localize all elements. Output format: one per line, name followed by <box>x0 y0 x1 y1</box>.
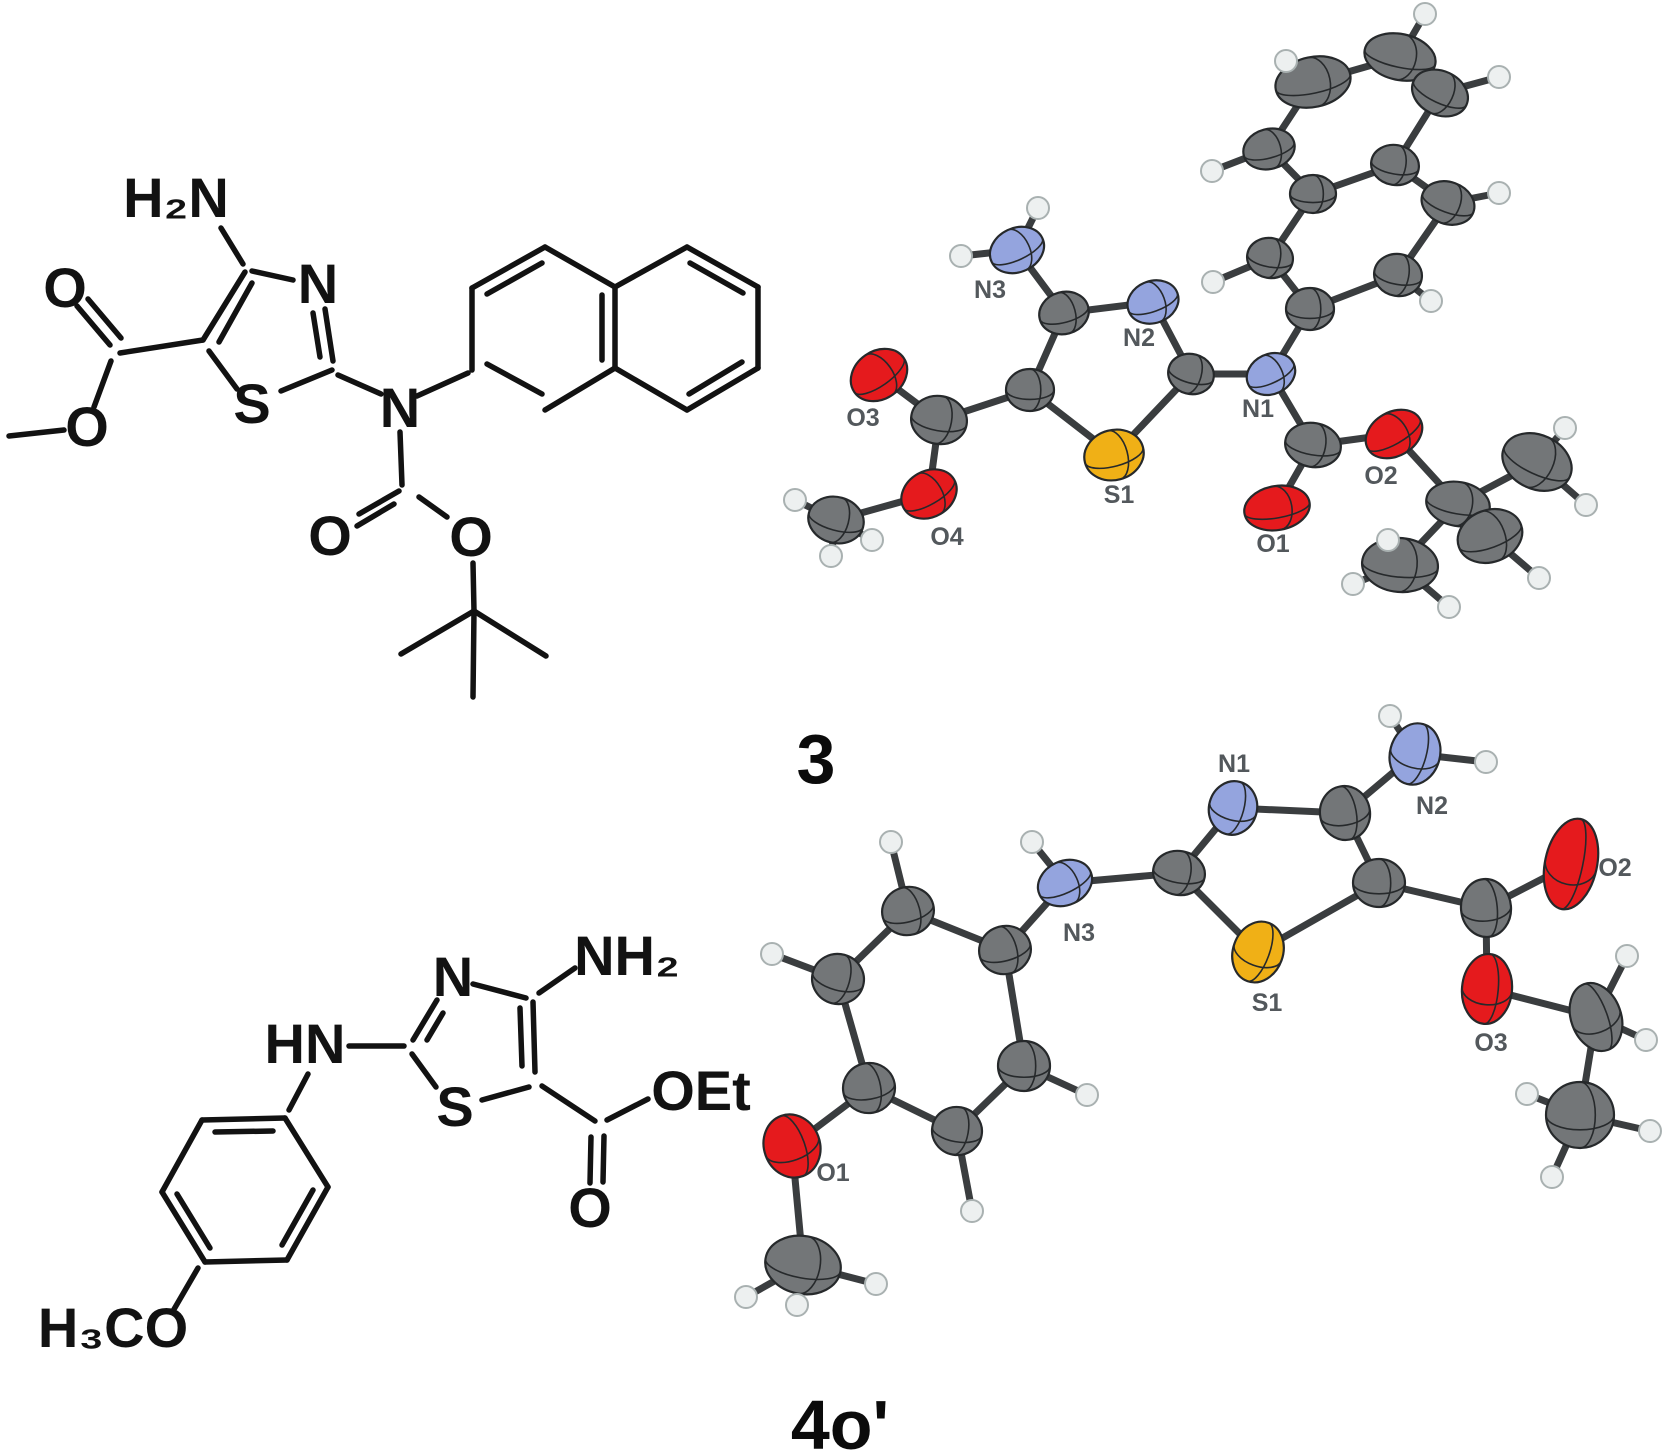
svg-text:O: O <box>43 256 87 319</box>
svg-text:O2: O2 <box>1598 854 1631 882</box>
svg-text:N: N <box>433 945 473 1008</box>
svg-text:N: N <box>380 376 420 439</box>
svg-text:S1: S1 <box>1252 989 1283 1017</box>
svg-text:S: S <box>233 372 270 435</box>
svg-text:N1: N1 <box>1218 750 1250 778</box>
svg-text:O: O <box>65 395 109 458</box>
compound-4o-label: 4o' <box>791 1386 889 1455</box>
svg-text:O4: O4 <box>930 523 963 551</box>
svg-text:S: S <box>436 1075 473 1138</box>
svg-text:O1: O1 <box>1256 530 1289 558</box>
svg-text:N2: N2 <box>1416 792 1448 820</box>
svg-text:OEt: OEt <box>651 1059 751 1122</box>
svg-text:N2: N2 <box>1123 324 1155 352</box>
svg-text:O: O <box>449 505 493 568</box>
svg-text:NH₂: NH₂ <box>574 924 680 987</box>
svg-text:O1: O1 <box>816 1159 849 1187</box>
svg-text:O2: O2 <box>1364 462 1397 490</box>
svg-text:HN: HN <box>265 1012 346 1075</box>
svg-text:N1: N1 <box>1242 395 1274 423</box>
svg-text:H₂N: H₂N <box>123 166 229 229</box>
svg-text:H₃CO: H₃CO <box>38 1296 188 1359</box>
compound-3-label: 3 <box>797 720 836 798</box>
svg-text:N3: N3 <box>974 276 1006 304</box>
svg-text:N: N <box>298 252 338 315</box>
svg-text:O: O <box>308 504 352 567</box>
svg-text:O: O <box>568 1176 612 1239</box>
svg-text:S1: S1 <box>1104 481 1135 509</box>
svg-text:O3: O3 <box>846 404 879 432</box>
svg-text:O3: O3 <box>1474 1029 1507 1057</box>
svg-text:N3: N3 <box>1063 919 1095 947</box>
